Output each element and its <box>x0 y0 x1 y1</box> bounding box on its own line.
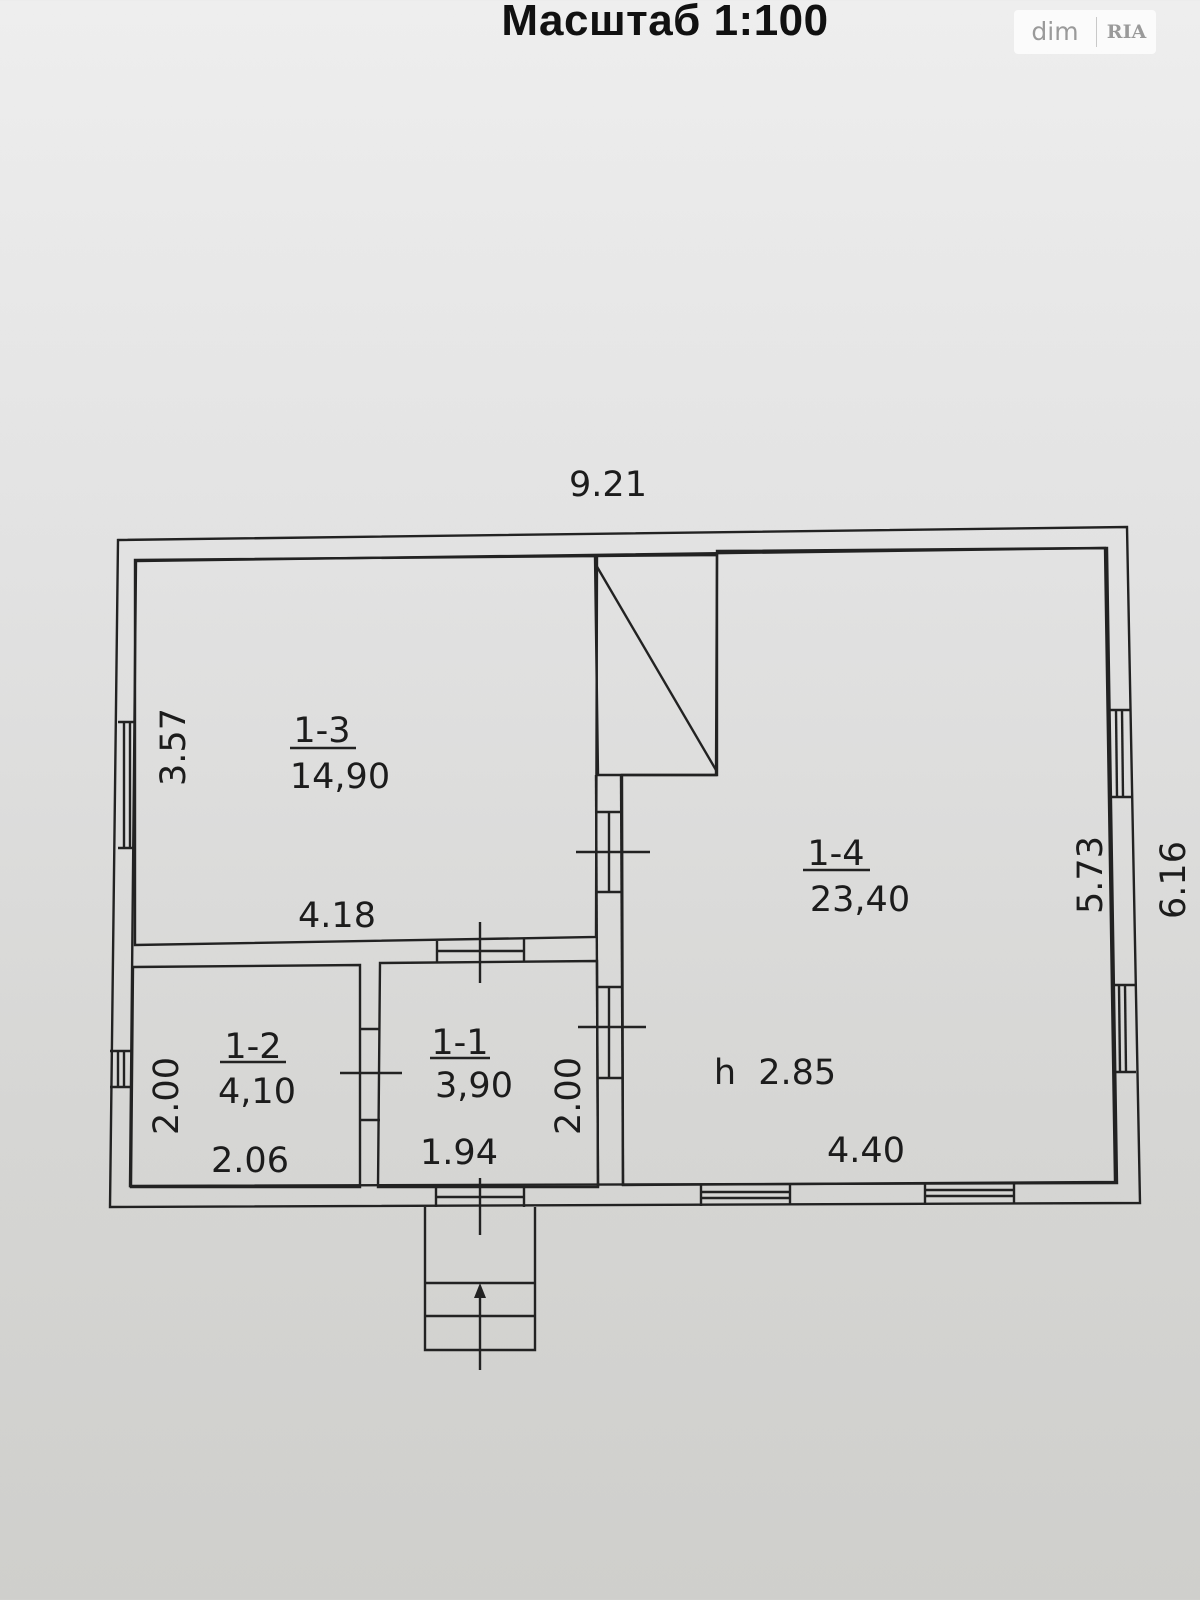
room-1-3-depth: 3.57 <box>154 708 194 786</box>
room-1-2-outline <box>129 963 362 1189</box>
door-marker-1-3-1-4 <box>576 812 650 892</box>
stair-diagonal <box>594 564 718 771</box>
room-1-4-area: 23,40 <box>810 880 910 920</box>
outer-wall-outline <box>108 525 1142 1209</box>
room-1-2-id: 1-2 <box>224 1027 281 1067</box>
door-marker-1-1-1-4 <box>578 987 646 1078</box>
watermark-ria-logo: RIA <box>1106 21 1147 43</box>
overall-width-label: 9.21 <box>569 465 647 505</box>
porch-arrow-icon <box>474 1283 486 1298</box>
window-bottom-right <box>923 1182 1016 1205</box>
room-1-2-depth: 2.00 <box>147 1057 187 1135</box>
stair-block <box>593 553 719 777</box>
room-1-2-width: 2.06 <box>211 1141 289 1181</box>
wall-1-2-1-1 <box>340 1027 402 1122</box>
door-marker-1-3-1-1 <box>435 922 526 983</box>
entrance-porch <box>423 1178 537 1370</box>
room-1-4-width: 4.40 <box>827 1131 905 1171</box>
room-1-4-id: 1-4 <box>807 834 864 874</box>
ceiling-height-label: h 2.85 <box>714 1053 836 1093</box>
watermark-dim-text: dim <box>1014 17 1097 47</box>
room-1-3-area: 14,90 <box>290 757 390 797</box>
room-1-1-area: 3,90 <box>435 1066 513 1106</box>
room-1-3-id: 1-3 <box>293 711 350 751</box>
overall-depth-label: 6.16 <box>1154 841 1194 919</box>
dimria-watermark: dim RIA <box>1014 10 1156 54</box>
room-1-1-outline <box>376 959 600 1189</box>
room-1-1-depth: 2.00 <box>549 1057 589 1135</box>
room-1-4-outline <box>620 546 1117 1187</box>
room-1-2-area: 4,10 <box>218 1072 296 1112</box>
window-left-1-3 <box>118 720 136 850</box>
room-1-1-width: 1.94 <box>420 1133 498 1173</box>
window-bottom-left <box>699 1184 792 1206</box>
window-right-lower <box>1112 983 1136 1074</box>
room-1-4-depth: 5.73 <box>1071 836 1111 914</box>
window-right-upper <box>1108 708 1132 799</box>
room-1-1-id: 1-1 <box>431 1023 488 1063</box>
scale-title: Масштаб 1:100 <box>501 0 829 45</box>
room-1-3-outline <box>133 554 599 947</box>
window-left-1-2 <box>110 1049 132 1089</box>
room-1-3-width: 4.18 <box>298 896 376 936</box>
